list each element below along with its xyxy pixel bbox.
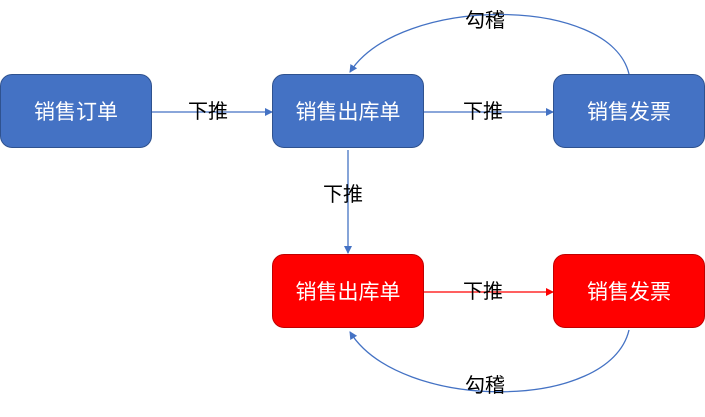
arrow-invoice-to-outbound-red [349,329,630,393]
edge-label-outbound-to-invoice-red: 下推 [463,279,503,303]
node-invoice-blue[interactable]: 销售发票 [553,74,705,148]
edge-label-invoice-to-outbound-blue: 勾稽 [465,8,505,32]
edge-label-invoice-to-outbound-red: 勾稽 [465,373,505,397]
node-outbound-red[interactable]: 销售出库单 [272,254,424,328]
node-sales-order[interactable]: 销售订单 [0,74,152,148]
edge-label-order-to-outbound: 下推 [188,99,228,123]
edge-label-outbound-blue-to-red: 下推 [323,182,363,206]
node-invoice-red[interactable]: 销售发票 [553,254,705,328]
node-outbound-blue[interactable]: 销售出库单 [272,74,424,148]
edge-label-outbound-to-invoice-blue: 下推 [463,99,503,123]
arrow-invoice-to-outbound-blue [349,13,630,75]
